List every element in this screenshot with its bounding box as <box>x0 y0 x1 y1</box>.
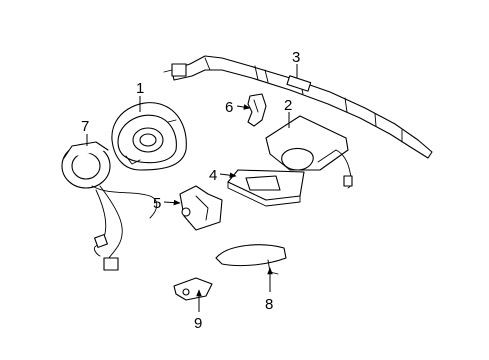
sensor-module-part <box>227 169 305 207</box>
callout-5: 5 <box>153 195 161 212</box>
callout-4: 4 <box>209 167 217 184</box>
impact-sensor-part <box>173 277 213 301</box>
callout-2: 2 <box>284 97 292 114</box>
bracket-part <box>247 93 267 127</box>
clock-spring-part <box>61 141 158 271</box>
callout-1: 1 <box>136 80 144 97</box>
curtain-airbag-part <box>163 55 433 159</box>
side-sensor-part <box>179 185 223 231</box>
callout-7: 7 <box>81 118 89 135</box>
driver-airbag-part <box>111 102 187 171</box>
callout-9: 9 <box>194 315 202 332</box>
callout-3: 3 <box>292 49 300 66</box>
knee-airbag-part <box>215 244 287 275</box>
callout-6-leader <box>236 104 251 110</box>
callout-6: 6 <box>225 99 233 116</box>
callout-4-leader <box>219 172 237 178</box>
callout-8: 8 <box>265 296 273 313</box>
callout-5-leader <box>163 199 181 206</box>
passenger-airbag-part <box>265 115 353 189</box>
